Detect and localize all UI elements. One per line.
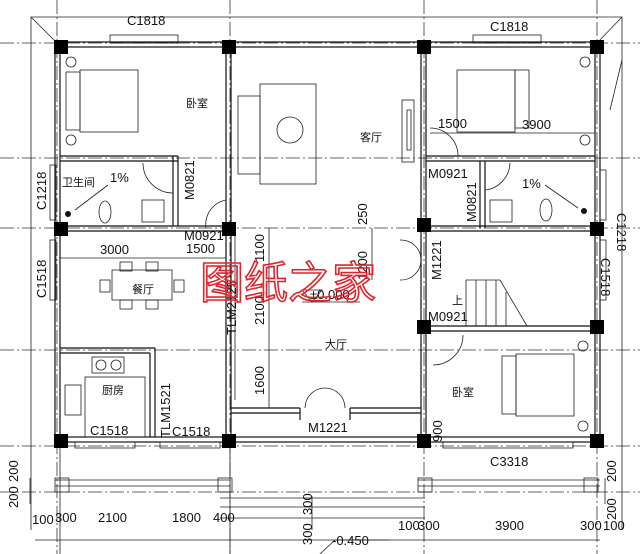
dimension-label: 2100 (252, 296, 267, 325)
dimension-label: 1500 (186, 241, 215, 256)
slope-label-e: 1% (522, 176, 541, 191)
columns (54, 40, 604, 448)
door-label: M0921 (428, 309, 468, 324)
dimension-label: 900 (430, 420, 445, 442)
dimension-label: 300 (300, 523, 315, 545)
door-label: M0821 (464, 182, 479, 222)
dimension-label: 200 (6, 460, 21, 482)
walls (54, 41, 601, 443)
dimension-label: 2100 (98, 510, 127, 525)
window-label: C3318 (490, 454, 528, 469)
sliding-door-label: TLM2125 (224, 280, 239, 335)
opening-labels: C1818 C1818 C1218 C1218 C1518 C1518 C151… (34, 13, 629, 469)
stair (465, 279, 528, 327)
slope-label-w: 1% (110, 170, 129, 185)
dimension-label: 100 (32, 512, 54, 527)
window-label: C1218 (614, 213, 629, 251)
dimension-label: 100 (603, 518, 625, 533)
level-marks: ±0.000 -0.450 (301, 287, 369, 548)
dimension-label: 1100 (252, 234, 267, 262)
outside-level-label: -0.450 (332, 533, 369, 548)
door-label: M0921 (428, 166, 468, 181)
door-label: M0921 (184, 228, 224, 243)
roof-outline (30, 16, 623, 530)
porch (54, 442, 600, 554)
dimension-label: 3900 (495, 518, 524, 533)
room-label-kitchen: 厨房 (102, 384, 124, 397)
room-label-bedroom-nw: 卧室 (186, 96, 208, 110)
doors (142, 127, 511, 409)
dimension-label: 1200 (355, 251, 370, 280)
window-label: C1218 (34, 172, 49, 210)
dimension-label: 300 (580, 518, 602, 533)
room-label-living: 客厅 (360, 130, 382, 144)
dimension-label: 100 (398, 518, 420, 533)
door-label: M1221 (308, 420, 348, 435)
room-label-hall: 大厅 (325, 337, 347, 351)
sliding-door-label: TLM1521 (158, 383, 173, 438)
dimension-label: 3900 (522, 117, 551, 132)
dimension-label: 1600 (252, 366, 267, 395)
room-labels: 卧室 卫生间 1% 客厅 1% 餐厅 厨房 大厅 卧室 上 (62, 96, 541, 399)
dimension-lines (29, 132, 606, 541)
window-label: C1518 (172, 424, 210, 439)
dimension-label: 200 (604, 460, 619, 482)
stair-up-label: 上 (452, 294, 463, 307)
dimension-label: 300 (418, 518, 440, 533)
dimension-label: 400 (213, 510, 235, 525)
room-label-dining: 餐厅 (132, 282, 154, 296)
window-label: C1518 (598, 258, 613, 296)
room-label-bedroom-se: 卧室 (452, 385, 474, 399)
dimension-label: 3000 (100, 242, 129, 257)
room-label-bathroom-w: 卫生间 (62, 175, 95, 189)
dimension-label: 1500 (438, 116, 467, 131)
furniture (64, 56, 591, 438)
dimension-label: 200 (6, 486, 21, 508)
window-label: C1518 (90, 423, 128, 438)
window-label: C1818 (127, 13, 165, 28)
window-label: C1518 (34, 260, 49, 298)
floor-level-label: ±0.000 (310, 287, 350, 302)
dimension-labels: 3000 1500 1500 3900 1100 2100 1600 250 1… (6, 116, 625, 545)
door-label: M1221 (429, 240, 444, 280)
door-label: M0821 (182, 160, 197, 200)
dimension-label: 300 (55, 510, 77, 525)
dimension-label: 200 (604, 498, 619, 520)
dimension-label: 300 (300, 493, 315, 515)
window-label: C1818 (490, 19, 528, 34)
watermark: 图纸之家 (200, 258, 376, 309)
dimension-label: 250 (355, 203, 370, 225)
dimension-label: 1800 (172, 510, 201, 525)
windows (49, 34, 607, 449)
